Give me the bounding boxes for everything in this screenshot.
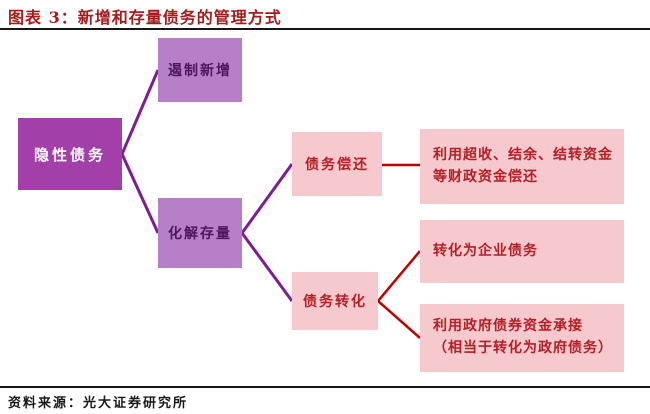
connector-resolve-to-repay: [240, 163, 294, 234]
node-government-bond-takeover-line2: （相当于转化为政府债务）: [433, 340, 613, 356]
node-debt-repayment-label: 债务偿还: [305, 157, 369, 173]
node-resolve-stock: 化解存量: [158, 198, 242, 268]
node-fiscal-funds-repay-line1: 利用超收、结余、结转资金: [433, 146, 613, 163]
title-divider: [0, 28, 650, 30]
node-fiscal-funds-repay: 利用超收、结余、结转资金 等财政资金偿还: [420, 129, 624, 204]
node-corporate-debt-line1: 转化为企业债务: [433, 242, 538, 259]
node-fiscal-funds-repay-line2: 等财政资金偿还: [433, 168, 538, 185]
node-government-bond-takeover-line1: 利用政府债券资金承接: [433, 318, 583, 335]
source-note: 资料来源：光大证券研究所: [8, 396, 189, 411]
connector-transform-to-government: [377, 300, 421, 339]
connector-root-to-resolve: [120, 153, 160, 234]
node-government-bond-takeover: 利用政府债券资金承接 （相当于转化为政府债务）: [420, 304, 624, 372]
node-curb-new-debt: 遏制新增: [158, 38, 242, 102]
figure-title: 图表 3：新增和存量债务的管理方式: [8, 8, 282, 27]
node-debt-transformation-label: 债务转化: [303, 294, 367, 310]
node-corporate-debt: 转化为企业债务: [420, 220, 624, 283]
connector-transform-to-corporate: [377, 250, 421, 302]
footer-divider: [0, 386, 650, 388]
node-resolve-stock-label: 化解存量: [168, 226, 232, 242]
node-hidden-debt-label: 隐性债务: [33, 145, 106, 164]
node-debt-transformation: 债务转化: [292, 272, 378, 330]
node-debt-repayment: 债务偿还: [292, 132, 382, 196]
node-curb-new-debt-label: 遏制新增: [168, 63, 232, 79]
connector-resolve-to-transform: [240, 232, 294, 302]
node-hidden-debt: 隐性债务: [18, 118, 122, 190]
connector-root-to-curb: [120, 69, 160, 155]
